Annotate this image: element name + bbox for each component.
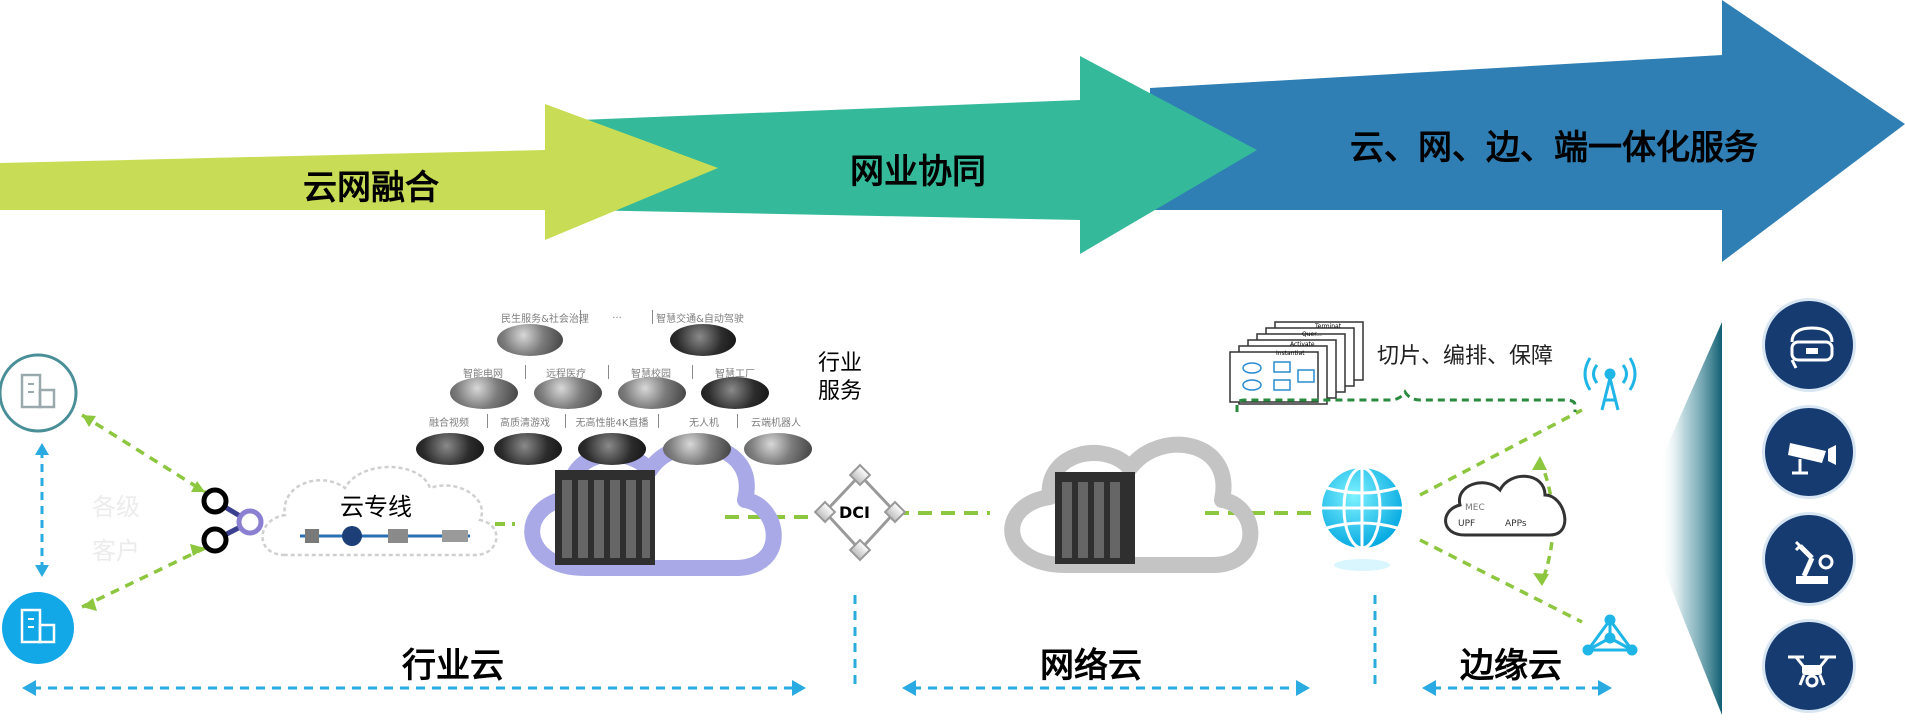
drone-icon xyxy=(1762,619,1856,713)
app-label: 民生服务&社会治理 xyxy=(501,314,589,325)
customer-building-icon-top xyxy=(0,353,78,433)
terminal-fan xyxy=(1660,322,1722,715)
router-node-icon xyxy=(201,487,264,554)
doc-label: Instantiat xyxy=(1276,350,1305,357)
edge-link-top xyxy=(1419,408,1583,497)
app-label: 无人机 xyxy=(689,418,719,429)
app-photo xyxy=(450,377,518,409)
app-photo xyxy=(744,433,812,465)
orchestration-label: 切片、编排、保障 xyxy=(1377,344,1554,369)
section-label-edge-cloud: 边缘云 xyxy=(1460,646,1562,686)
customer-link-bottom xyxy=(81,546,206,609)
section-label-network-cloud: 网络云 xyxy=(1040,646,1142,686)
app-label: 智能电网 xyxy=(463,369,503,380)
apps-label: APPs xyxy=(1505,519,1527,529)
upf-label: UPF xyxy=(1458,519,1476,529)
private-line-cloud-icon xyxy=(261,465,498,557)
section-label-industry-cloud: 行业云 xyxy=(402,646,504,686)
mec-label: MEC xyxy=(1465,503,1485,513)
customer-building-icon-bottom xyxy=(2,592,74,664)
orchestration-doc-stack-icon xyxy=(1229,321,1364,405)
app-photo xyxy=(534,377,602,409)
app-label: 云端机器人 xyxy=(751,418,801,429)
dci-label: DCI xyxy=(839,503,870,522)
globe-icon xyxy=(1322,466,1402,571)
stage-label-integrated-services: 云、网、边、端一体化服务 xyxy=(1350,128,1758,168)
stage-arrow-1 xyxy=(0,104,718,240)
app-photo xyxy=(670,324,736,356)
app-photo xyxy=(494,433,562,465)
stage-label-cloud-network-fusion: 云网融合 xyxy=(303,168,439,208)
vr-headset-icon xyxy=(1762,298,1856,392)
stage-arrow-3 xyxy=(1150,0,1905,262)
doc-label: Terminat xyxy=(1315,323,1342,330)
customer-link-top xyxy=(81,413,206,494)
radio-tower-icon xyxy=(1583,357,1637,411)
app-photo xyxy=(416,433,484,465)
industry-services-label: 行业 服务 xyxy=(818,351,863,404)
app-label: 智慧交通&自动驾驶 xyxy=(656,314,744,325)
edge-link-bottom xyxy=(1419,538,1583,624)
robot-arm-icon xyxy=(1762,512,1856,606)
network-cloud-icon xyxy=(1004,436,1259,573)
app-photo xyxy=(618,377,686,409)
stage-label-network-business-synergy: 网业协同 xyxy=(850,152,986,192)
surveillance-camera-icon xyxy=(1762,405,1856,499)
app-label: 高质清游戏 xyxy=(500,418,550,429)
edge-network-node-icon xyxy=(1582,614,1638,656)
dci-node-icon xyxy=(813,463,907,562)
app-label: 智慧校园 xyxy=(631,369,671,380)
industry-cloud-icon xyxy=(524,438,782,576)
customers-label: 各级 客户 xyxy=(92,493,140,565)
app-label: 远程医疗 xyxy=(546,369,586,380)
app-photo xyxy=(578,433,646,465)
doc-label: Activate xyxy=(1290,341,1315,348)
private-line-label: 云专线 xyxy=(340,493,412,521)
doc-label: Quer... xyxy=(1302,331,1322,338)
mec-cloud-icon xyxy=(1444,474,1567,537)
app-label: 无高性能4K直播 xyxy=(575,418,649,429)
app-label: 智慧工厂 xyxy=(715,369,755,380)
app-photo xyxy=(701,377,769,409)
app-label: 融合视频 xyxy=(429,418,469,429)
orchestration-brace xyxy=(1235,389,1577,412)
app-photo xyxy=(663,433,731,465)
app-label: ... xyxy=(612,310,622,321)
app-photo xyxy=(497,324,563,356)
stage-arrow-2 xyxy=(580,56,1257,254)
